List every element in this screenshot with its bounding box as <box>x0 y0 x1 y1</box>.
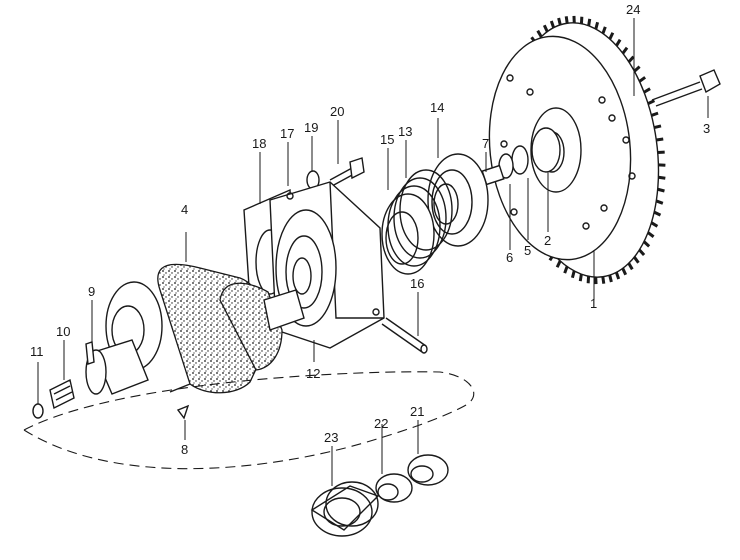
gear-tooth <box>656 137 664 142</box>
gear-tooth <box>627 55 635 63</box>
label-13: 13 <box>398 124 412 139</box>
gear-tooth <box>563 265 569 274</box>
spring-part-10 <box>49 378 75 410</box>
flywheel-hub <box>530 107 582 193</box>
gear-tooth <box>657 187 665 193</box>
gear-tooth <box>638 76 647 83</box>
label-8: 8 <box>181 442 188 457</box>
gear-tooth <box>650 111 659 117</box>
gear-tooth <box>655 199 664 205</box>
flywheel-bolt-holes <box>500 74 636 230</box>
gear-tooth <box>647 99 656 105</box>
gear-tooth <box>536 29 543 38</box>
label-3: 3 <box>703 121 710 136</box>
gear-tooth <box>650 221 659 228</box>
key-part-8 <box>176 404 190 420</box>
gear-tooth <box>633 65 641 73</box>
leader-lines <box>37 18 709 486</box>
flywheel-bolt <box>651 69 721 107</box>
gear-tooth <box>570 270 576 279</box>
gear-tooth <box>633 256 640 264</box>
label-24: 24 <box>626 2 640 17</box>
label-6: 6 <box>506 250 513 265</box>
label-23: 23 <box>324 430 338 445</box>
gear-tooth <box>643 87 651 94</box>
label-2: 2 <box>544 233 551 248</box>
label-15: 15 <box>380 132 394 147</box>
gear-tooth <box>621 46 629 55</box>
label-16: 16 <box>410 276 424 291</box>
label-14: 14 <box>430 100 444 115</box>
gear-tooth <box>608 32 615 40</box>
gear-tooth <box>653 124 662 130</box>
gear-tooth <box>638 248 646 257</box>
gear-tooth <box>594 21 600 30</box>
flywheel <box>488 15 666 285</box>
gear-tooth <box>647 231 655 238</box>
gear-tooth <box>555 260 562 268</box>
gear-tooth <box>614 271 621 280</box>
label-18: 18 <box>252 136 266 151</box>
gear-tooth <box>549 20 556 29</box>
washer-part-11 <box>32 403 44 419</box>
label-10: 10 <box>56 324 70 339</box>
label-7: 7 <box>482 136 489 151</box>
gear-tooth <box>601 26 607 35</box>
housing-bolt <box>306 157 365 190</box>
dashed-group-outline <box>23 371 475 470</box>
label-12: 12 <box>306 366 320 381</box>
gear-tooth <box>578 273 583 282</box>
label-22: 22 <box>374 416 388 431</box>
gear-tooth <box>658 175 666 180</box>
label-19: 19 <box>304 120 318 135</box>
bearing-spring <box>381 169 453 275</box>
label-21: 21 <box>410 404 424 419</box>
key-part-9 <box>85 341 95 365</box>
label-11: 11 <box>30 344 44 359</box>
gear-tooth <box>601 276 606 284</box>
gear-tooth <box>564 16 569 24</box>
part-labels: 1 2 3 4 5 6 7 8 9 10 11 12 13 14 15 16 1… <box>30 2 710 457</box>
label-4: 4 <box>181 202 188 217</box>
label-17: 17 <box>280 126 294 141</box>
gear-tooth <box>542 24 549 33</box>
gear-tooth <box>653 210 662 217</box>
small-parts <box>32 341 190 420</box>
label-20: 20 <box>330 104 344 119</box>
gear-tooth <box>642 240 651 248</box>
bushings <box>310 454 449 537</box>
gear-tooth <box>587 18 592 27</box>
crank-nut-assembly <box>481 127 561 186</box>
gear-tooth <box>608 274 613 283</box>
label-5: 5 <box>524 243 531 258</box>
label-1: 1 <box>590 296 597 311</box>
gear-tooth <box>621 267 628 276</box>
label-9: 9 <box>88 284 95 299</box>
gear-tooth <box>557 17 562 26</box>
dowel-pin <box>381 317 428 354</box>
gear-tooth <box>615 38 622 47</box>
oil-seal <box>427 153 489 247</box>
gear-tooth <box>627 262 634 271</box>
